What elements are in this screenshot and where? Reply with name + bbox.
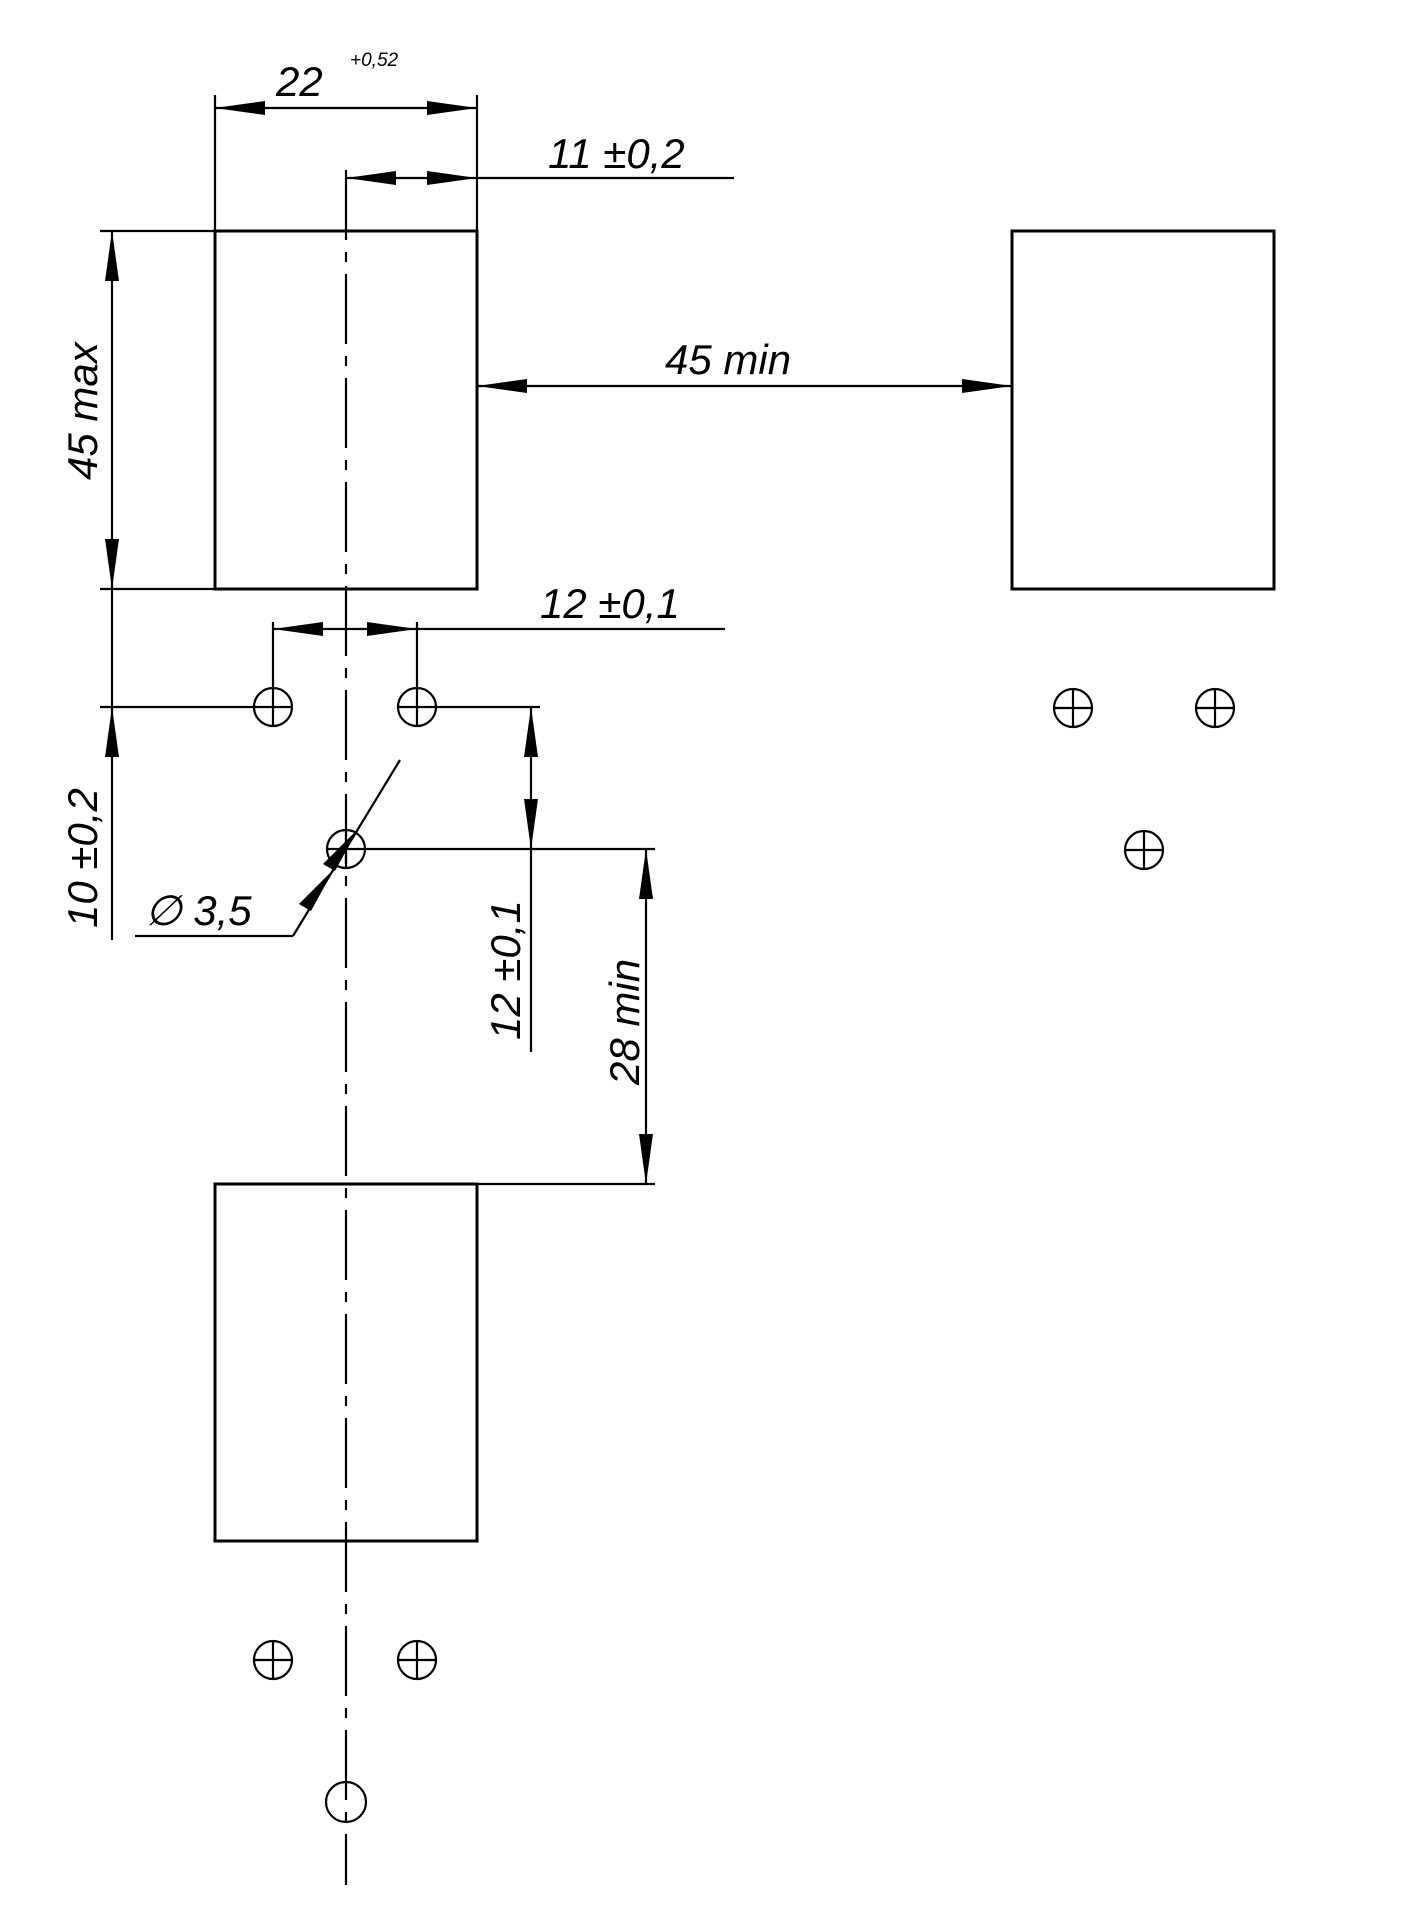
dimension-width-label: 22 (275, 58, 323, 105)
dimension-width-tolerance: +0,52 (350, 50, 399, 71)
pin-hole-top-left-1 (252, 686, 294, 728)
dimension-vertical-spacing-label: 28 min (601, 959, 648, 1086)
pin-hole-top-left-2 (396, 686, 438, 728)
pin-hole-top-right-1 (1052, 687, 1094, 729)
pin-hole-top-right-3 (1123, 829, 1165, 871)
dimension-pin-pitch-horizontal: 12 ±0,1 (271, 580, 725, 690)
dimension-width: 22 +0,52 (213, 50, 479, 231)
dimension-hole-diameter-label: ∅ 3,5 (145, 887, 252, 934)
component-outline-top-right (1010, 229, 1276, 591)
dimension-half-width: 11 ±0,2 (346, 130, 734, 185)
dimension-horizontal-spacing: 45 min (477, 336, 1012, 393)
pin-hole-top-right-2 (1194, 687, 1236, 729)
dimension-pin-pitch-horizontal-label: 12 ±0,1 (540, 580, 680, 627)
dimension-height-label: 45 max (59, 340, 106, 480)
dimension-pin-pitch-vertical-label: 12 ±0,1 (482, 900, 529, 1040)
dimension-pin-offset-vertical-label: 10 ±0,2 (59, 788, 106, 928)
pin-hole-bottom-3 (324, 1780, 368, 1824)
dimension-pin-pitch-vertical: 12 ±0,1 (365, 705, 540, 1052)
dimension-vertical-spacing: 28 min (477, 847, 655, 1186)
pin-hole-bottom-1 (252, 1639, 294, 1681)
dimension-pin-offset-vertical: 10 ±0,2 (59, 589, 254, 940)
dimension-horizontal-spacing-label: 45 min (665, 336, 791, 383)
dimension-hole-diameter: ∅ 3,5 (135, 759, 401, 938)
dimension-half-width-label: 11 ±0,2 (548, 130, 685, 177)
dimension-height: 45 max (59, 229, 215, 591)
pin-hole-bottom-2 (396, 1639, 438, 1681)
